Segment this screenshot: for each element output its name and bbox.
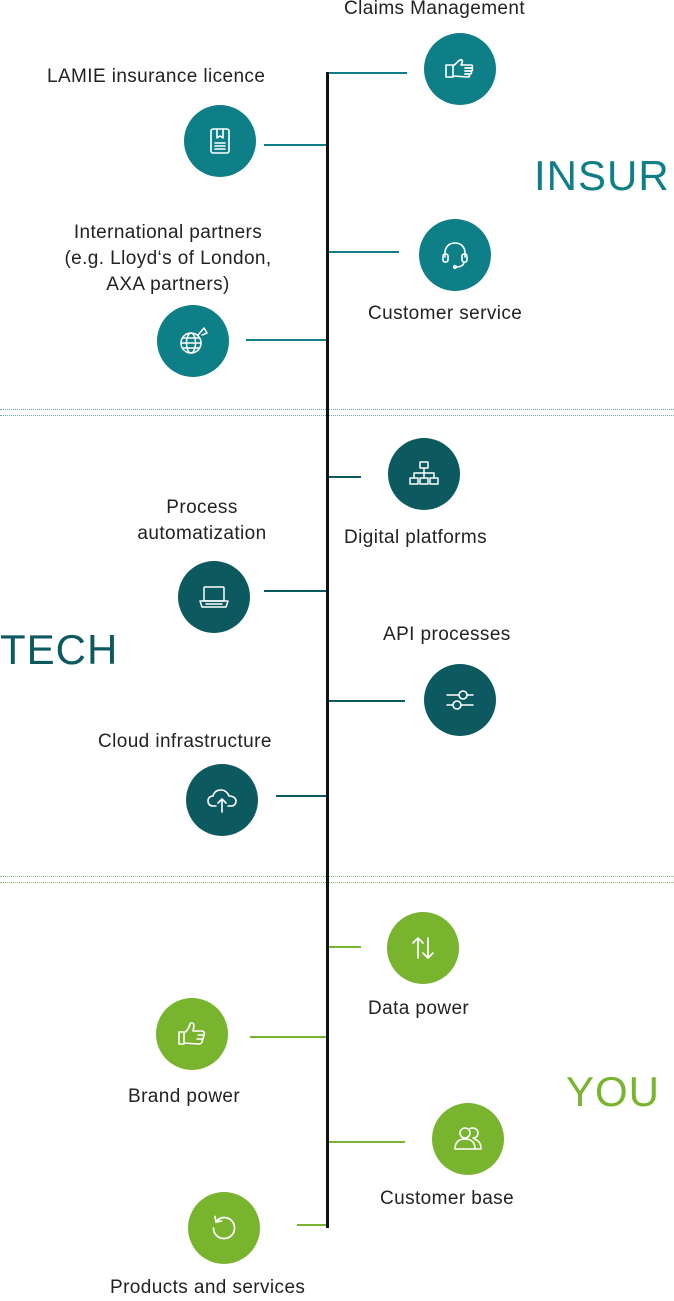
customer-service-connector bbox=[329, 251, 399, 253]
partners-label-line1: International partners bbox=[73, 222, 263, 243]
claims-label: Claims Management bbox=[344, 0, 526, 19]
divider-tech-you bbox=[0, 876, 674, 883]
globe-icon bbox=[180, 327, 208, 354]
claims-node bbox=[424, 33, 496, 105]
brand-connector bbox=[250, 1036, 326, 1038]
customer-base-connector bbox=[329, 1141, 405, 1143]
brand-label: Brand power bbox=[128, 1086, 241, 1107]
section-title-insurance: INSUR bbox=[534, 152, 670, 199]
laptop-icon bbox=[199, 586, 229, 608]
partners-label-line3: AXA partners) bbox=[106, 274, 230, 295]
api-label: API processes bbox=[383, 624, 511, 645]
customer-service-node bbox=[419, 219, 491, 291]
brand-node bbox=[156, 998, 228, 1070]
api-node bbox=[424, 664, 496, 736]
api-connector bbox=[329, 700, 405, 702]
customer-base-label: Customer base bbox=[380, 1188, 515, 1209]
lamie-connector bbox=[264, 144, 326, 146]
section-title-you: YOU bbox=[566, 1068, 661, 1115]
data-label: Data power bbox=[368, 998, 470, 1019]
process-node bbox=[178, 561, 250, 633]
products-label: Products and services bbox=[110, 1277, 306, 1298]
cloud-node bbox=[186, 764, 258, 836]
partners-node bbox=[157, 305, 229, 377]
process-label: Process automatization bbox=[112, 495, 292, 547]
data-node bbox=[387, 912, 459, 984]
divider-insurance-tech bbox=[0, 409, 674, 416]
digital-label: Digital platforms bbox=[344, 527, 488, 548]
process-label-line2: automatization bbox=[137, 523, 267, 544]
refresh-icon bbox=[212, 1215, 236, 1240]
partners-connector bbox=[246, 339, 326, 341]
partners-label-line2: (e.g. Lloyd‘s of London, bbox=[64, 248, 272, 269]
lamie-label: LAMIE insurance licence bbox=[47, 66, 266, 87]
thumbs-up-icon bbox=[178, 1022, 206, 1045]
partners-label: International partners (e.g. Lloyd‘s of … bbox=[48, 220, 288, 298]
cloud-label: Cloud infrastructure bbox=[98, 731, 272, 752]
hand-icon bbox=[445, 58, 474, 78]
digital-node bbox=[388, 438, 460, 510]
timeline-spine bbox=[326, 72, 329, 1228]
users-icon bbox=[454, 1127, 482, 1150]
digital-connector bbox=[329, 476, 361, 478]
cloud-upload-icon bbox=[207, 789, 237, 813]
products-connector bbox=[297, 1224, 326, 1226]
sliders-icon bbox=[446, 690, 474, 710]
cloud-connector bbox=[276, 795, 326, 797]
products-node bbox=[188, 1192, 260, 1264]
document-icon bbox=[210, 128, 230, 154]
lamie-node bbox=[184, 105, 256, 177]
claims-connector bbox=[329, 72, 407, 74]
process-connector bbox=[264, 590, 326, 592]
sitemap-icon bbox=[409, 461, 439, 485]
customer-base-node bbox=[432, 1103, 504, 1175]
customer-service-label: Customer service bbox=[368, 303, 523, 324]
headset-icon bbox=[442, 242, 468, 270]
arrows-updown-icon bbox=[412, 937, 434, 959]
process-label-line1: Process bbox=[166, 497, 238, 518]
data-connector bbox=[329, 946, 361, 948]
section-title-tech: TECH bbox=[0, 626, 119, 673]
